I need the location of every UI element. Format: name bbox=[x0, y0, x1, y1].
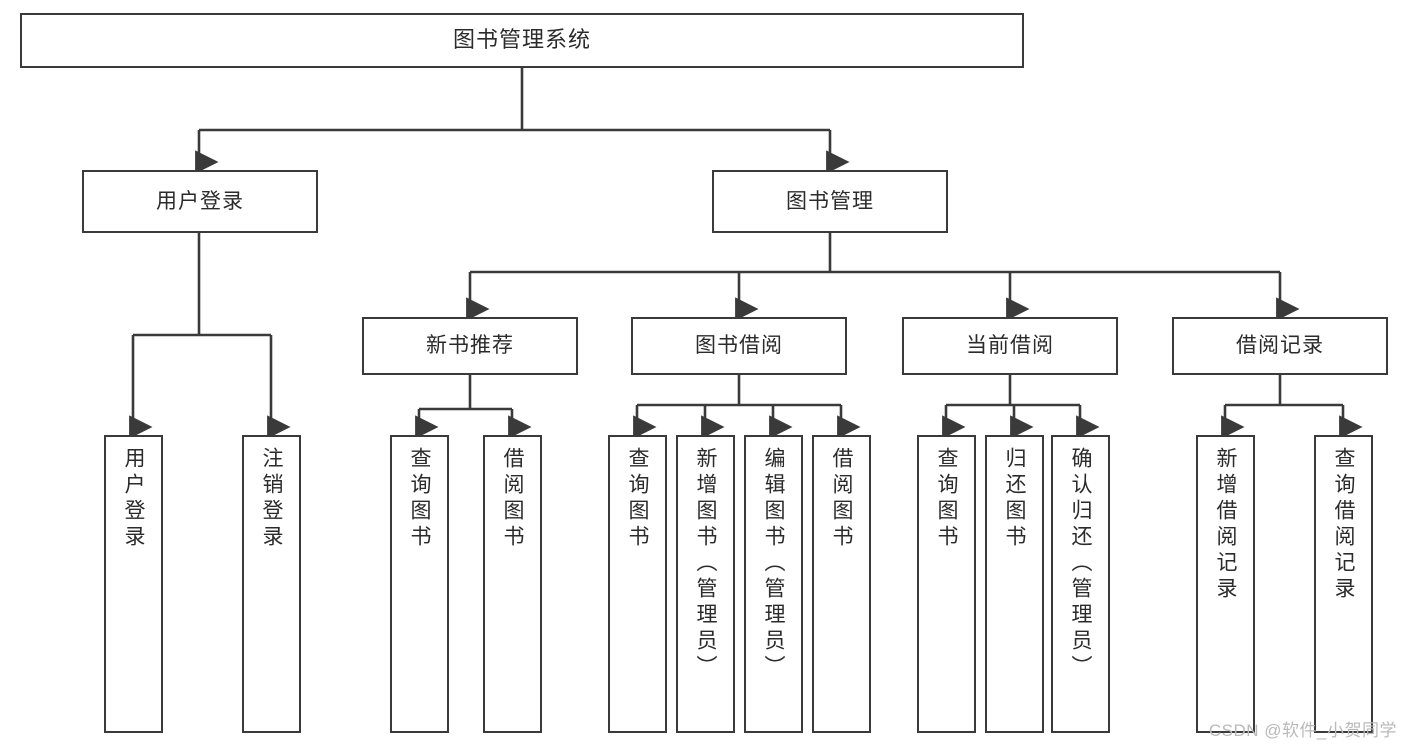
node-leaf-logout-login[interactable]: 注销登录 bbox=[242, 435, 301, 733]
node-book-management[interactable]: 图书管理 bbox=[712, 170, 948, 233]
node-root[interactable]: 图书管理系统 bbox=[20, 13, 1024, 68]
node-label: 新增借阅记录 bbox=[1214, 447, 1237, 603]
node-leaf-query-book-1[interactable]: 查询图书 bbox=[390, 435, 449, 733]
node-leaf-query-book-3[interactable]: 查询图书 bbox=[917, 435, 976, 733]
node-label: 查询图书 bbox=[626, 447, 649, 551]
node-label: 用户登录 bbox=[122, 447, 145, 551]
node-leaf-user-login[interactable]: 用户登录 bbox=[104, 435, 163, 733]
node-label: 编辑图书（管理员） bbox=[762, 447, 785, 681]
node-label: 归还图书 bbox=[1003, 447, 1026, 551]
node-leaf-add-book[interactable]: 新增图书（管理员） bbox=[676, 435, 735, 733]
node-leaf-query-record[interactable]: 查询借阅记录 bbox=[1314, 435, 1373, 733]
csdn-watermark: CSDN @软件_小贺同学 bbox=[1208, 721, 1397, 740]
node-leaf-borrow-book-1[interactable]: 借阅图书 bbox=[483, 435, 542, 733]
node-leaf-confirm-return[interactable]: 确认归还（管理员） bbox=[1051, 435, 1110, 733]
node-label: 查询图书 bbox=[935, 447, 958, 551]
node-label: 查询图书 bbox=[408, 447, 431, 551]
node-leaf-return-book[interactable]: 归还图书 bbox=[985, 435, 1044, 733]
node-leaf-add-record[interactable]: 新增借阅记录 bbox=[1196, 435, 1255, 733]
node-borrow-record[interactable]: 借阅记录 bbox=[1172, 317, 1388, 375]
node-label: 新增图书（管理员） bbox=[694, 447, 717, 681]
node-label: 查询借阅记录 bbox=[1332, 447, 1355, 603]
node-leaf-query-book-2[interactable]: 查询图书 bbox=[608, 435, 667, 733]
node-user-login[interactable]: 用户登录 bbox=[82, 170, 318, 233]
node-leaf-edit-book[interactable]: 编辑图书（管理员） bbox=[744, 435, 803, 733]
node-book-borrow[interactable]: 图书借阅 bbox=[631, 317, 847, 375]
node-label: 借阅图书 bbox=[830, 447, 853, 551]
node-label: 注销登录 bbox=[260, 447, 283, 551]
node-label: 借阅图书 bbox=[501, 447, 524, 551]
node-new-book-recommend[interactable]: 新书推荐 bbox=[362, 317, 578, 375]
node-label: 确认归还（管理员） bbox=[1069, 447, 1092, 681]
node-leaf-borrow-book-2[interactable]: 借阅图书 bbox=[812, 435, 871, 733]
node-current-borrow[interactable]: 当前借阅 bbox=[902, 317, 1118, 375]
